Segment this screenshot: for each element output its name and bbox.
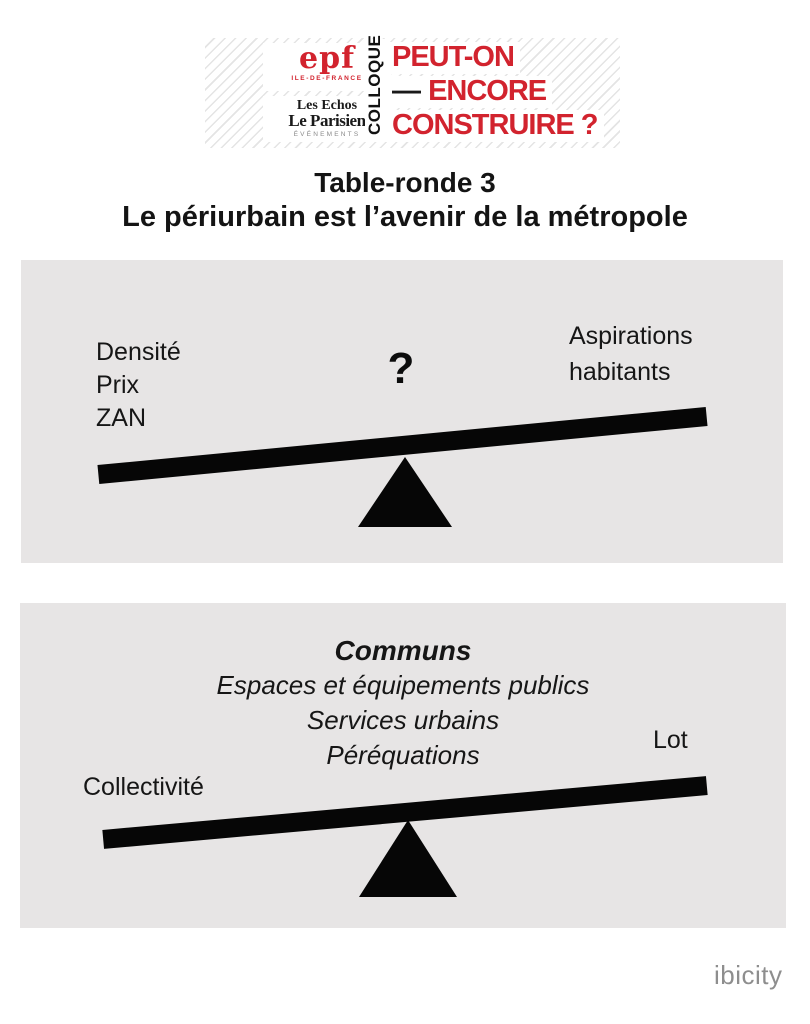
seesaw1-left-item: ZAN (96, 404, 146, 432)
lot-label: Lot (653, 726, 688, 754)
slide-title: Table-ronde 3 Le périurbain est l’avenir… (0, 166, 810, 234)
slide-title-line-1: Table-ronde 3 (314, 167, 496, 198)
headline-line-2: — ENCORE (387, 75, 553, 108)
ibicity-brand: ibicity (714, 960, 783, 990)
communs-heading: Communs (334, 635, 472, 666)
seesaw-fulcrum-triangle (359, 820, 457, 897)
slide-title-line-2: Le périurbain est l’avenir de la métropo… (122, 201, 688, 233)
seesaw1-left-item: Prix (96, 371, 140, 399)
headline-line-2-text: ENCORE (428, 75, 547, 107)
seesaw-diagram-2: Communs Espaces et équipements publics S… (20, 603, 786, 928)
seesaw-diagram-1: Densité Prix ZAN ? Aspirations habitants (21, 260, 783, 563)
seesaw1-right-line: habitants (569, 358, 671, 386)
event-logo-banner: epf ILE-DE-FRANCE Les Echos Le Parisien … (205, 34, 620, 148)
seesaw1-left-item: Densité (96, 338, 181, 366)
epf-logo: epf (299, 41, 355, 76)
le-parisien-logo: Le Parisien (288, 111, 366, 130)
event-headline: PEUT-ON — ENCORE CONSTRUIRE ? (387, 42, 604, 142)
les-echos-logo: Les Echos (296, 98, 358, 113)
question-mark-symbol: ? (387, 344, 415, 393)
headline-line-3: CONSTRUIRE ? (387, 110, 604, 142)
seesaw2-item: Péréquations (326, 740, 480, 770)
evenements-label: ÉVÉNEMENTS (293, 131, 361, 138)
seesaw2-center-labels: Communs Espaces et équipements publics S… (20, 633, 786, 773)
seesaw1-right-line: Aspirations (569, 322, 693, 350)
seesaw1-left-labels: Densité Prix ZAN (96, 336, 181, 435)
seesaw1-right-labels: Aspirations habitants (569, 318, 693, 390)
colloque-vertical-label: COLLOQUE (365, 34, 385, 135)
seesaw2-item: Services urbains (306, 705, 500, 735)
collectivite-label: Collectivité (83, 773, 204, 801)
epf-region-label: ILE-DE-FRANCE (291, 75, 363, 82)
seesaw2-item: Espaces et équipements publics (216, 670, 590, 700)
headline-dash: — (392, 75, 421, 107)
headline-line-1: PEUT-ON (387, 42, 520, 74)
seesaw-fulcrum-triangle (358, 457, 452, 527)
